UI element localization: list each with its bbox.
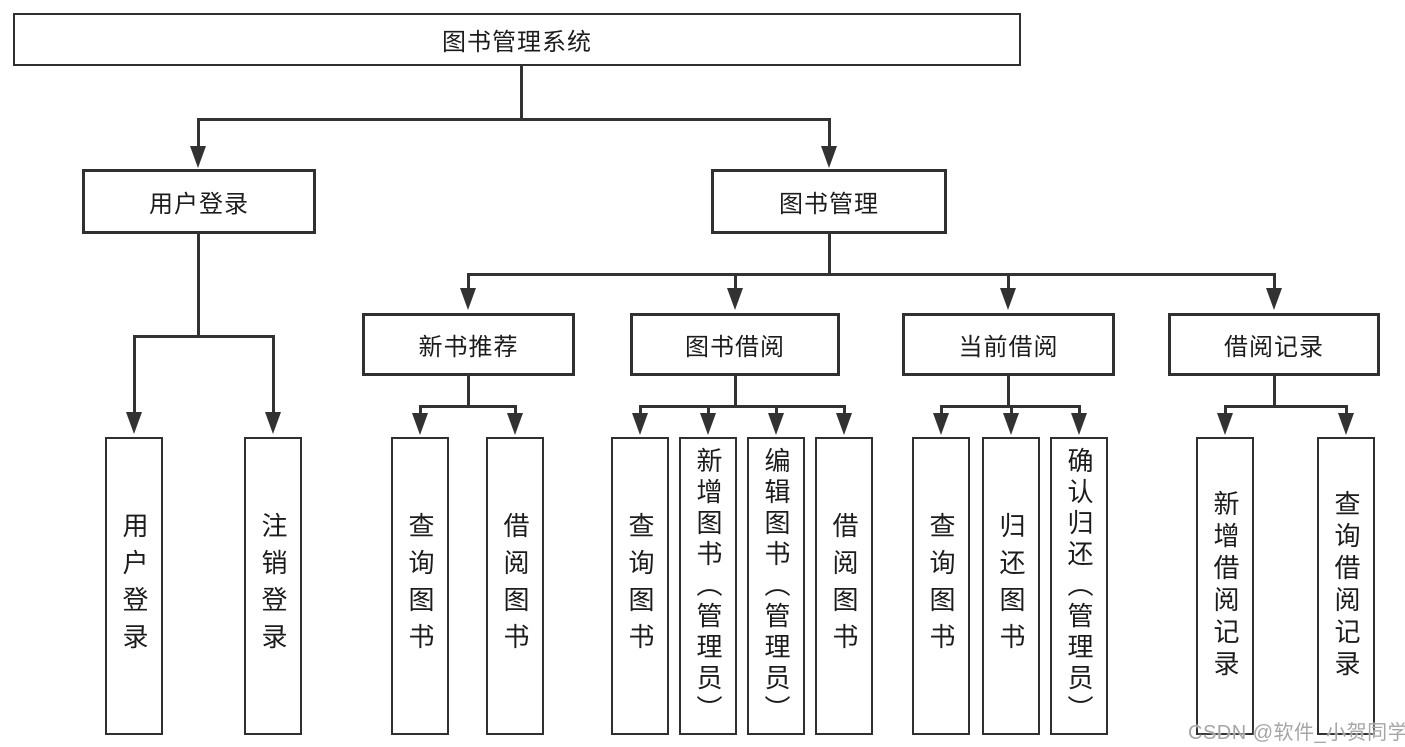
leaf-label: 查询图书 xyxy=(926,512,956,660)
connector-line xyxy=(419,405,422,415)
connector-line xyxy=(467,374,470,405)
leaf-label: 查询图书 xyxy=(625,512,655,660)
arrow-down-icon xyxy=(1338,413,1354,435)
leaf-label: 归还图书 xyxy=(996,512,1026,660)
connector-line xyxy=(1078,405,1081,415)
connector-line xyxy=(1224,405,1227,415)
arrow-down-icon xyxy=(1003,413,1019,435)
arrow-down-icon xyxy=(265,412,281,434)
arrow-down-icon xyxy=(821,146,837,168)
connector-line xyxy=(467,273,1275,276)
connector-line xyxy=(133,335,136,413)
arrow-down-icon xyxy=(1217,413,1233,435)
leaf-borrow-books-recommend: 借阅图书 xyxy=(486,437,544,735)
leaf-edit-books-admin: 编辑图书（管理员） xyxy=(747,437,805,735)
leaf-label: 新增图书（管理员） xyxy=(693,446,723,726)
connector-line xyxy=(197,232,200,335)
connector-line xyxy=(133,335,274,338)
connector-line xyxy=(1345,405,1348,415)
node-book-borrowing: 图书借阅 xyxy=(630,313,840,376)
leaf-confirm-return-admin: 确认归还（管理员） xyxy=(1050,437,1108,735)
connector-line xyxy=(734,374,737,405)
leaf-label: 用户登录 xyxy=(119,512,149,660)
leaf-label: 编辑图书（管理员） xyxy=(761,446,791,726)
connector-line xyxy=(1273,374,1276,405)
node-label: 图书借阅 xyxy=(685,334,785,361)
leaf-label: 确认归还（管理员） xyxy=(1064,446,1094,726)
connector-line xyxy=(734,273,737,289)
arrow-down-icon xyxy=(460,288,476,310)
leaf-label: 新增借阅记录 xyxy=(1210,490,1240,682)
arrow-down-icon xyxy=(768,413,784,435)
node-book-management-system: 图书管理系统 xyxy=(13,13,1021,66)
arrow-down-icon xyxy=(190,146,206,168)
arrow-down-icon xyxy=(727,288,743,310)
leaf-query-books-recommend: 查询图书 xyxy=(391,437,449,735)
node-label: 当前借阅 xyxy=(958,334,1059,361)
node-new-book-recommendation: 新书推荐 xyxy=(362,313,575,376)
leaf-return-books: 归还图书 xyxy=(982,437,1040,735)
connector-line xyxy=(775,405,778,415)
connector-line xyxy=(272,335,275,413)
connector-line xyxy=(707,405,710,415)
connector-line xyxy=(828,118,831,148)
connector-line xyxy=(1007,273,1010,289)
arrow-down-icon xyxy=(1000,288,1016,310)
leaf-label: 查询借阅记录 xyxy=(1331,490,1361,682)
connector-line xyxy=(1273,273,1276,289)
leaf-user-login: 用户登录 xyxy=(105,437,163,735)
leaf-borrow-books-borrowing: 借阅图书 xyxy=(815,437,873,735)
node-user-login: 用户登录 xyxy=(82,169,316,234)
connector-line xyxy=(520,64,523,118)
arrow-down-icon xyxy=(933,413,949,435)
leaf-logout: 注销登录 xyxy=(244,437,302,735)
arrow-down-icon xyxy=(700,413,716,435)
connector-line xyxy=(940,405,943,415)
arrow-down-icon xyxy=(412,413,428,435)
node-label: 用户登录 xyxy=(149,191,249,218)
node-borrowing-records: 借阅记录 xyxy=(1168,313,1380,376)
node-label: 图书管理 xyxy=(779,191,879,218)
leaf-query-books-current: 查询图书 xyxy=(912,437,970,735)
connector-line xyxy=(419,405,516,408)
node-label: 图书管理系统 xyxy=(442,29,592,56)
csdn-watermark: CSDN @软件_小贺同学 xyxy=(1188,722,1405,744)
arrow-down-icon xyxy=(1266,288,1282,310)
arrow-down-icon xyxy=(1071,413,1087,435)
leaf-query-books-borrowing: 查询图书 xyxy=(611,437,669,735)
leaf-add-borrow-record: 新增借阅记录 xyxy=(1196,437,1254,735)
node-current-borrowing: 当前借阅 xyxy=(902,313,1115,376)
connector-line xyxy=(843,405,846,415)
arrow-down-icon xyxy=(836,413,852,435)
node-book-management: 图书管理 xyxy=(711,169,947,234)
leaf-add-books-admin: 新增图书（管理员） xyxy=(679,437,737,735)
leaf-label: 注销登录 xyxy=(258,512,288,660)
node-label: 借阅记录 xyxy=(1224,334,1324,361)
arrow-down-icon xyxy=(632,413,648,435)
node-label: 新书推荐 xyxy=(418,334,519,361)
connector-line xyxy=(1224,405,1347,408)
connector-line xyxy=(639,405,845,408)
connector-line xyxy=(197,118,831,121)
leaf-label: 借阅图书 xyxy=(829,512,859,660)
leaf-query-borrow-record: 查询借阅记录 xyxy=(1317,437,1375,735)
leaf-label: 借阅图书 xyxy=(500,512,530,660)
leaf-label: 查询图书 xyxy=(405,512,435,660)
connector-line xyxy=(1010,405,1013,415)
connector-line xyxy=(828,232,831,273)
connector-line xyxy=(1007,374,1010,405)
arrow-down-icon xyxy=(507,413,523,435)
connector-line xyxy=(514,405,517,415)
connector-line xyxy=(467,273,470,289)
connector-line xyxy=(639,405,642,415)
arrow-down-icon xyxy=(126,412,142,434)
connector-line xyxy=(197,118,200,148)
